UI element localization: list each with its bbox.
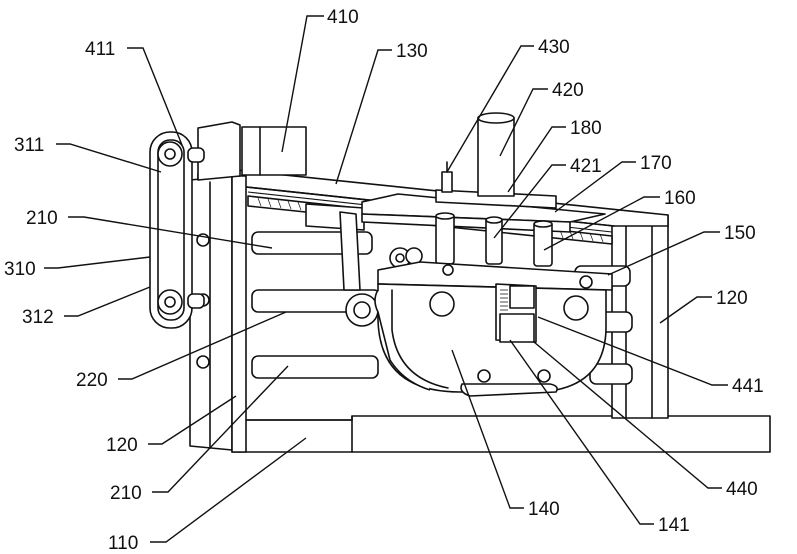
label-120-right: 120 xyxy=(716,288,748,309)
label-141: 141 xyxy=(658,515,690,536)
label-441: 441 xyxy=(732,376,764,397)
label-311: 311 xyxy=(14,135,44,156)
label-411: 411 xyxy=(85,39,115,60)
left-frame-plate xyxy=(190,176,246,452)
label-120-left: 120 xyxy=(106,435,138,456)
label-312: 312 xyxy=(22,307,54,328)
label-170: 170 xyxy=(640,153,672,174)
label-210-lower: 210 xyxy=(110,483,142,504)
label-440: 440 xyxy=(726,479,758,500)
label-140: 140 xyxy=(528,499,560,520)
label-420: 420 xyxy=(552,80,584,101)
cylinder-420 xyxy=(442,113,514,196)
label-180: 180 xyxy=(570,118,602,139)
label-210-upper: 210 xyxy=(26,208,58,229)
label-310: 310 xyxy=(4,259,36,280)
slider-440 xyxy=(496,284,536,342)
motor-410 xyxy=(198,122,306,180)
label-160: 160 xyxy=(664,188,696,209)
label-110: 110 xyxy=(108,533,138,554)
base-plate xyxy=(232,416,770,452)
label-130: 130 xyxy=(396,41,428,62)
label-150: 150 xyxy=(724,223,756,244)
label-430: 430 xyxy=(538,37,570,58)
label-220: 220 xyxy=(76,370,108,391)
main-body-140 xyxy=(375,284,606,392)
label-410: 410 xyxy=(327,7,359,28)
label-421: 421 xyxy=(570,156,602,177)
